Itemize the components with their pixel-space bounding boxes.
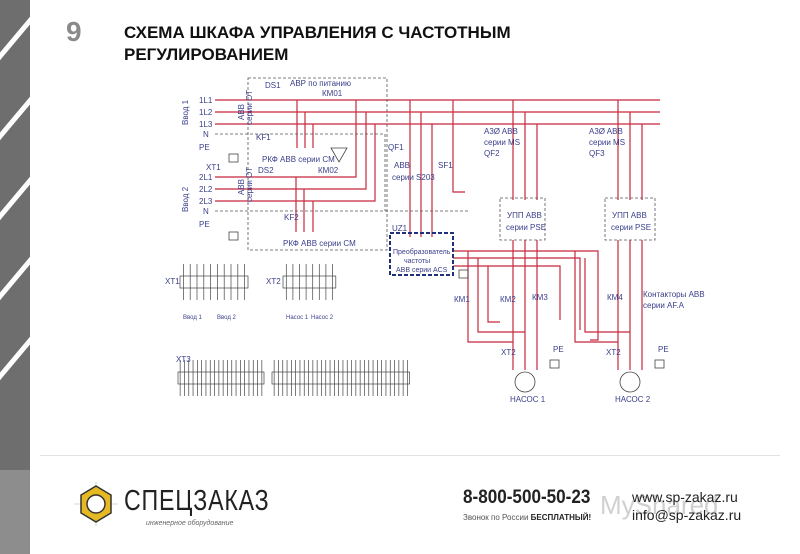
motors bbox=[228, 147, 665, 393]
contactors-line2: серии AF.A bbox=[643, 301, 685, 310]
ds2-label: DS2 bbox=[258, 166, 274, 175]
km2-label: КМ2 bbox=[500, 295, 516, 304]
avr-label: АВР по питанию bbox=[290, 79, 351, 88]
l12-label: 1L2 bbox=[199, 108, 213, 117]
qf2-line1: A3Ø ABB bbox=[484, 127, 518, 136]
terminal-blocks bbox=[177, 264, 410, 396]
l11-label: 1L1 bbox=[199, 96, 213, 105]
pe1-label: PE bbox=[199, 143, 210, 152]
km1-label: КМ1 bbox=[454, 295, 470, 304]
qf3-label: QF3 bbox=[589, 149, 605, 158]
title-line-1: СХЕМА ШКАФА УПРАВЛЕНИЯ С ЧАСТОТНЫМ bbox=[124, 23, 511, 42]
km01-label: КМ01 bbox=[322, 89, 343, 98]
slide-title: СХЕМА ШКАФА УПРАВЛЕНИЯ С ЧАСТОТНЫМ РЕГУЛ… bbox=[124, 22, 511, 66]
upp2-line1: УПП АВВ bbox=[612, 211, 647, 220]
phone-note-prefix: Звонок по России bbox=[463, 513, 529, 522]
vvod2-small-label: Ввод 2 bbox=[217, 315, 236, 321]
pe2-label: PE bbox=[199, 220, 210, 229]
xt2-block-label: XT2 bbox=[266, 277, 281, 286]
power-wires bbox=[215, 99, 660, 370]
terminal-block-xt1 bbox=[179, 275, 249, 289]
pe-pump2-label: PE bbox=[658, 345, 669, 354]
upp1-line1: УПП АВВ bbox=[507, 211, 542, 220]
sf1-label: SF1 bbox=[438, 161, 453, 170]
upp2-line2: серии PSE bbox=[611, 223, 651, 232]
brand-name: СПЕЦЗАКАЗ bbox=[124, 485, 270, 517]
km3-label: КМ3 bbox=[532, 293, 548, 302]
km4-label: КМ4 bbox=[607, 293, 623, 302]
l22-label: 2L2 bbox=[199, 185, 213, 194]
kf1-label: KF1 bbox=[256, 133, 271, 142]
qf2-label: QF2 bbox=[484, 149, 500, 158]
qf3-line1: A3Ø ABB bbox=[589, 127, 623, 136]
pump1-label: НАСОС 1 bbox=[510, 395, 546, 404]
nasos2-small-label: Насос 2 bbox=[311, 315, 334, 321]
uz1-label: UZ1 bbox=[392, 224, 408, 233]
l21-label: 2L1 bbox=[199, 173, 213, 182]
qf2-line2: серии MS bbox=[484, 138, 520, 147]
vvod1-small-label: Ввод 1 bbox=[183, 315, 202, 321]
title-line-2: РЕГУЛИРОВАНИЕМ bbox=[124, 45, 289, 64]
contacts: www.sp-zakaz.ru info@sp-zakaz.ru bbox=[632, 488, 741, 524]
nasos1-small-label: Насос 1 bbox=[286, 315, 309, 321]
terminal-block-xt4 bbox=[271, 371, 410, 385]
upp1-line2: серии PSE bbox=[506, 223, 546, 232]
terminal-block-xt2 bbox=[282, 275, 337, 289]
rkf2-label: РКФ АВВ серии CM bbox=[283, 239, 356, 248]
vfd-frame bbox=[389, 232, 454, 276]
phone-note-free: БЕСПЛАТНЫЙ! bbox=[530, 513, 592, 522]
slide-number: 9 bbox=[66, 16, 82, 47]
abb1-label: ABB bbox=[237, 104, 246, 120]
n1-label: N bbox=[203, 130, 209, 139]
email-link[interactable]: info@sp-zakaz.ru bbox=[632, 507, 742, 523]
footer-divider bbox=[40, 455, 780, 456]
xt1-block-label: XT1 bbox=[165, 277, 180, 286]
schematic-labels: Ввод 1 Ввод 2 1L1 1L2 1L3 N PE XT1 2L1 2… bbox=[165, 79, 705, 404]
website-link[interactable]: www.sp-zakaz.ru bbox=[632, 489, 738, 505]
vfd-line1: Преобразователь bbox=[393, 248, 451, 256]
pump2-label: НАСОС 2 bbox=[615, 395, 651, 404]
s203-line1: ABB bbox=[394, 161, 410, 170]
qf3-line2: серии MS bbox=[589, 138, 625, 147]
ot2-label: серии OT bbox=[245, 167, 254, 202]
contactors-line1: Контакторы АВВ bbox=[643, 290, 705, 299]
vfd-line2: частоты bbox=[404, 258, 430, 265]
xt2-pump1-label: XT2 bbox=[501, 348, 516, 357]
l23-label: 2L3 bbox=[199, 197, 213, 206]
neutral-and-frames bbox=[215, 77, 656, 251]
phone-note: Звонок по России БЕСПЛАТНЫЙ! bbox=[463, 513, 591, 522]
xt1-top-label: XT1 bbox=[206, 163, 221, 172]
rkf1-label: РКФ АВВ серии CM bbox=[262, 155, 335, 164]
vfd-line3: АВВ серии ACS bbox=[396, 267, 448, 274]
brand-tagline: инженерное оборудование bbox=[146, 520, 234, 527]
input1-label: Ввод 1 bbox=[181, 99, 190, 125]
n2-label: N bbox=[203, 207, 209, 216]
ds1-label: DS1 bbox=[265, 81, 281, 90]
kf2-label: KF2 bbox=[284, 213, 299, 222]
l13-label: 1L3 bbox=[199, 120, 213, 129]
xt2-pump2-label: XT2 bbox=[606, 348, 621, 357]
pe-pump1-label: PE bbox=[553, 345, 564, 354]
s203-line2: серии S203 bbox=[392, 173, 435, 182]
abb2-label: ABB bbox=[237, 179, 246, 195]
qf1-label: QF1 bbox=[388, 143, 404, 152]
xt3-block-label: XT3 bbox=[176, 355, 191, 364]
phone-number[interactable]: 8-800-500-50-23 bbox=[463, 487, 591, 508]
company-logo-nut-icon bbox=[74, 482, 118, 526]
input2-label: Ввод 2 bbox=[181, 186, 190, 212]
watermark: MyShared bbox=[600, 490, 719, 520]
ot1-label: серии OT bbox=[245, 90, 254, 125]
km02-label: КМ02 bbox=[318, 166, 339, 175]
decorative-side-strip bbox=[0, 0, 30, 554]
terminal-block-xt3 bbox=[177, 371, 265, 385]
